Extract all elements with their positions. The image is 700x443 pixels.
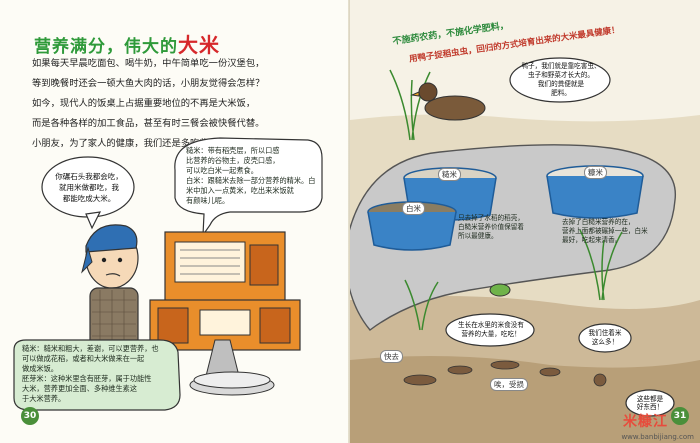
boy-bubble-line: 就用米做都吃，我 (59, 183, 119, 192)
caption-box (13, 339, 181, 411)
machine-bubble-text: 糙米：带有稻壳层，所以口感 比营养的谷物主，皮壳口感， 可以吃白米一起煮食。 白… (186, 146, 320, 206)
frog-bubble-line: 营养的大量，吃吃！ (461, 330, 521, 338)
note-line: 所以最健康。 (458, 232, 498, 240)
body-text-line-4: 而是各种各样的加工食品，甚至有时三餐会被快餐代替。 (32, 118, 265, 129)
caption-line: 胚芽米：这种米里含有胚芽，属于功能性 (22, 374, 152, 383)
boy-bubble-text: 你碾石头我都会吃， 就用米做都吃，我 都能吃成大米。 (50, 171, 128, 204)
bowl-label-2: 糠米 (584, 166, 607, 179)
duck-bubble-line: 鸭子，我们就是靠吃害虫、 (521, 62, 601, 70)
left-page: 营养满分，伟大的大米 如果每天早晨吃面包、喝牛奶，中午简单吃一份汉堡包， 等到晚… (13, 29, 323, 425)
bowl-note-2: 去掉了白糙米营养的在， 营养上面都被碾掉一些，白米 最好，吃起来清香。 (562, 218, 662, 245)
speech-tag-1: 快去 (380, 350, 403, 363)
frog (489, 283, 511, 297)
snail-bubble-line: 我们住着米 (588, 329, 622, 337)
note-line: 去掉了白糙米营养的在， (562, 218, 635, 226)
site-watermark: www.banbijiang.com (621, 433, 694, 441)
caption-line: 糙米：糙米和粗大，差谢，可以更营养，也 (22, 344, 159, 353)
caption-line: 可以做成花稻，或者和大米做来在一起 (22, 354, 145, 363)
machine-bubble-line: 白米：跟糙米去除一部分营养的精米。白 (186, 176, 316, 185)
snail-bubble-line: 这么多！ (591, 338, 619, 346)
right-page: 不施药农药，不施化学肥料， 用鸭子捉稻虫虫，回归的方式培育出来的大米最具健康！ … (350, 0, 700, 443)
frog-speech-bubble (445, 313, 535, 347)
caption-line: 大米，营养更加全面、多种维生素这 (22, 384, 138, 393)
bottom-caption-text: 糙米：糙米和粗大，差谢，可以更营养，也 可以做成花稻，或者和大米做来在一起 做成… (22, 344, 174, 404)
body-text-line-2: 等到晚餐时还会一顿大鱼大肉的话，小朋友觉得会怎样？ (32, 78, 265, 89)
corner-speech-bubble (625, 389, 675, 417)
body-text-line-5: 小朋友，为了家人的健康，我们还是多吃些米饭吧！ (32, 138, 246, 149)
machine-bubble-line: 可以吃白米一起煮食。 (186, 166, 258, 175)
page-title: 营养满分，伟大的大米 (34, 29, 220, 58)
boy-bubble-line: 你碾石头我都会吃， (55, 172, 123, 181)
note-line: 最好，吃起来清香。 (562, 236, 622, 244)
title-highlight: 大米 (178, 33, 220, 57)
bowl-label-1: 糙米 (438, 168, 461, 181)
corner-bubble-line: 好东西！ (636, 403, 664, 411)
rice-plants (389, 69, 623, 331)
mud-creatures (403, 360, 607, 387)
duck-speech-bubble (509, 57, 611, 103)
bowl-note-1: 只去掉了水稻的稻壳， 白糙米营养价值保留着 所以最健康。 (458, 214, 553, 241)
duck-bubble-line: 我们的粪便就是 (537, 80, 585, 88)
machine-speech-bubble (174, 137, 323, 238)
snail-bubble-text: 我们住着米 这么多！ (582, 329, 628, 347)
duck (410, 82, 486, 121)
speech-tag-2: 唉，受损 (490, 378, 528, 391)
right-illustration (350, 57, 700, 443)
machine-bubble-line: 比营养的谷物主，皮壳口感， (186, 156, 280, 165)
machine-bubble-line: 米中加入一点黄米，吃出来米饭就 (186, 186, 294, 195)
brand-logo: 米糠江 (623, 414, 668, 430)
note-line: 只去掉了水稻的稻壳， (458, 214, 524, 222)
corner-bubble-text: 这些都是 好东西！ (630, 395, 670, 411)
body-text-line-1: 如果每天早晨吃面包、喝牛奶，中午简单吃一份汉堡包， (32, 58, 265, 69)
duck-bubble-line: 虫子和野菜才长大的。 (528, 71, 594, 79)
duck-bubble-text: 鸭子，我们就是靠吃害虫、 虫子和野菜才长大的。 我们的粪便就是 肥料。 (513, 62, 609, 98)
corner-bubble-line: 这些都是 (636, 395, 664, 403)
body-text-line-3: 如今，现代人的饭桌上占据重要地位的不再是大米饭， (32, 98, 256, 109)
note-line: 白糙米营养价值保留着 (458, 223, 524, 231)
boy-bubble-line: 都能吃成大米。 (62, 194, 116, 203)
frog-bubble-line: 生长在水里的米食没有 (458, 321, 524, 329)
snail-speech-bubble (578, 323, 632, 353)
machine-bubble-line: 有颜味儿呢。 (186, 196, 230, 205)
bowl-label-3: 白米 (402, 202, 425, 215)
note-line: 营养上面都被碾掉一些，白米 (562, 227, 648, 235)
title-prefix: 营养满分，伟大的 (34, 37, 178, 57)
page-number-left: 30 (23, 411, 37, 421)
machine-bubble-line: 糙米：带有稻壳层，所以口感 (186, 146, 280, 155)
left-illustration (13, 137, 323, 425)
caption-line: 于大米营养。 (22, 394, 66, 403)
frog-bubble-text: 生长在水里的米食没有 营养的大量，吃吃！ (450, 321, 532, 339)
page-number-right: 31 (673, 411, 687, 421)
rice-milling-machine (149, 231, 301, 396)
duck-bubble-line: 肥料。 (551, 89, 571, 97)
caption-line: 做成米饭。 (22, 364, 58, 373)
